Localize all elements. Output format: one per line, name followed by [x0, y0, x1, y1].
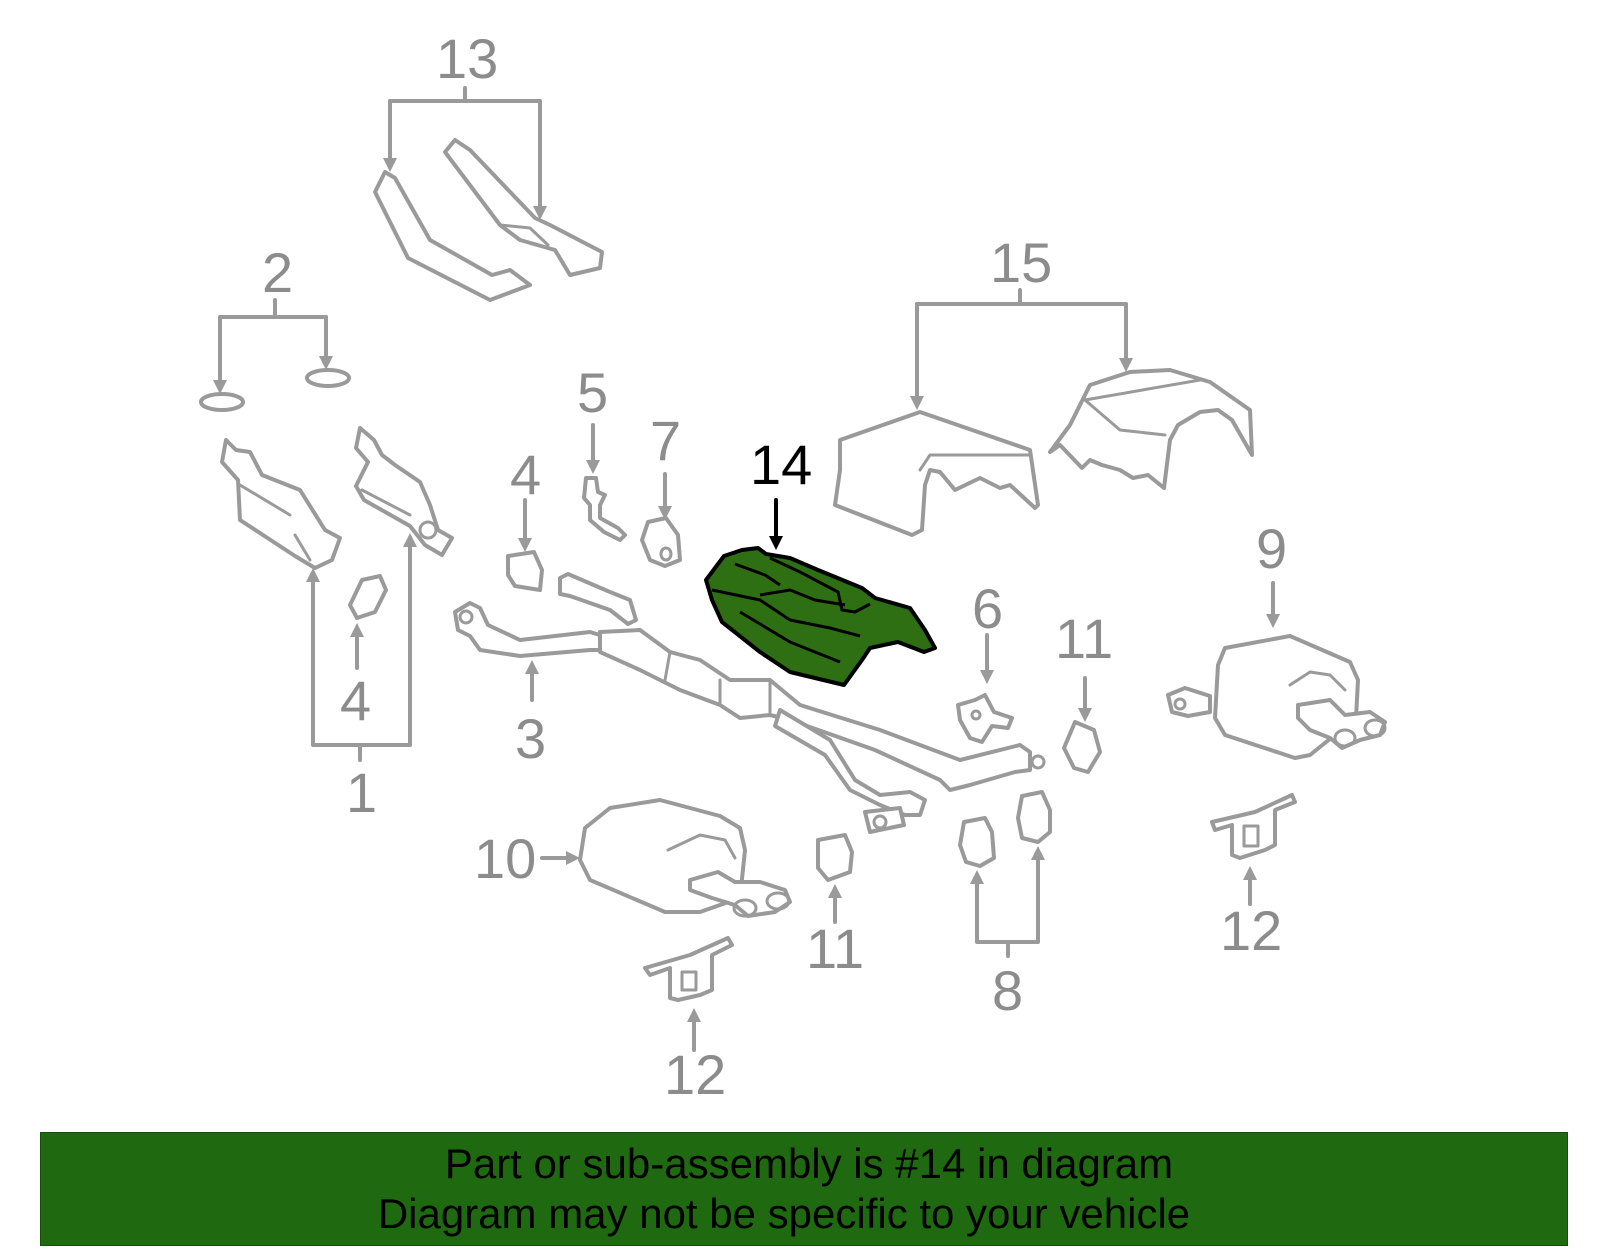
callout-15: 15 [990, 231, 1052, 294]
callout-3: 3 [515, 707, 546, 770]
part-7-hanger[interactable] [640, 516, 682, 568]
callout-12-right-leader [1243, 866, 1257, 906]
info-banner: Part or sub-assembly is #14 in diagram D… [40, 1132, 1568, 1246]
banner-part-notice: Part or sub-assembly is #14 in diagram [444, 1140, 1174, 1187]
part-1-catalytic-converters[interactable] [220, 426, 454, 570]
callout-4-middle-leader [518, 498, 532, 552]
callout-13: 13 [436, 27, 498, 90]
callout-3-leader [525, 660, 539, 702]
callout-14: 14 [750, 433, 812, 496]
callout-10-leader [540, 851, 580, 865]
callout-9: 9 [1256, 517, 1287, 580]
part-9-right-muffler[interactable] [1166, 634, 1387, 760]
part-11-gasket-left[interactable] [816, 833, 854, 882]
callout-6: 6 [972, 577, 1003, 640]
callout-7: 7 [650, 409, 681, 472]
callout-2: 2 [262, 241, 293, 304]
callout-11-left: 11 [806, 917, 864, 980]
callout-4-left-leader [350, 623, 364, 670]
callout-8: 8 [992, 959, 1023, 1022]
callout-4-middle: 4 [510, 443, 541, 506]
callout-12-right: 12 [1220, 899, 1282, 962]
callout-13-leaders [383, 86, 547, 220]
callout-11-right-leader [1078, 676, 1092, 722]
part-2-gaskets[interactable] [199, 368, 351, 412]
callout-2-leaders [213, 298, 333, 394]
part-4-gasket-middle[interactable] [506, 550, 544, 592]
part-10-left-muffler[interactable] [578, 798, 792, 918]
part-12-hanger-left[interactable] [643, 936, 734, 1002]
callout-5-leader [586, 423, 600, 474]
part-12-hanger-right[interactable] [1210, 793, 1297, 860]
callout-7-leader [658, 472, 672, 520]
callout-1-leaders [306, 533, 417, 762]
part-13-heat-shields[interactable] [373, 138, 604, 302]
part-5-sensor[interactable] [582, 476, 627, 542]
callout-8-leaders [970, 846, 1045, 958]
part-14-shape [704, 546, 937, 687]
banner-disclaimer: Diagram may not be specific to your vehi… [377, 1190, 1191, 1237]
callout-1: 1 [346, 761, 377, 824]
callout-11-left-leader [828, 884, 842, 924]
callout-14-leader [769, 498, 783, 550]
callout-11-right: 11 [1055, 607, 1113, 670]
callout-9-leader [1266, 581, 1280, 628]
part-11-gasket-right[interactable] [1062, 720, 1102, 774]
part-6-bracket[interactable] [956, 693, 1014, 744]
callout-6-leader [980, 633, 994, 684]
callout-4-left: 4 [340, 669, 371, 732]
part-14-heat-shield-highlighted[interactable] [704, 546, 937, 687]
center-pipe-assembly[interactable] [598, 628, 1046, 834]
part-8-hangers[interactable] [958, 790, 1052, 868]
callout-10: 10 [474, 827, 536, 890]
callout-12-left: 12 [664, 1043, 726, 1106]
part-15-rear-heat-shields[interactable] [833, 368, 1254, 537]
part-4-gasket-left[interactable] [348, 574, 388, 620]
callout-5: 5 [577, 361, 608, 424]
callout-12-left-leader [687, 1008, 701, 1052]
callout-15-leaders [910, 288, 1133, 410]
part-3-front-pipe[interactable] [453, 572, 638, 658]
